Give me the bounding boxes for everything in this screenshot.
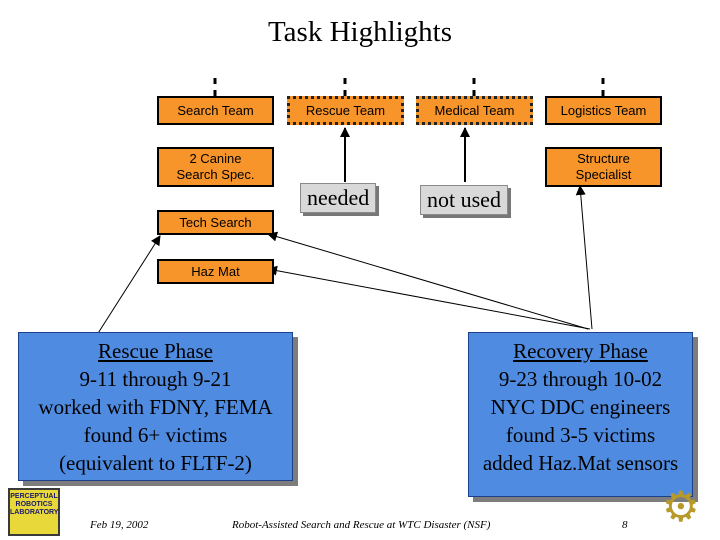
- rescue-phase-line: worked with FDNY, FEMA: [38, 395, 273, 419]
- arrow-rescue-techsearch: [94, 235, 161, 339]
- medical-team-box: Medical Team: [416, 96, 533, 125]
- recovery-phase-box: Recovery Phase 9-23 through 10-02 NYC DD…: [468, 332, 693, 497]
- tech-search-box: Tech Search: [157, 210, 274, 235]
- arrow-recovery-hazmat: [267, 265, 591, 330]
- search-team-box: Search Team: [157, 96, 274, 125]
- gear-icon: ⚙: [662, 483, 700, 530]
- rescue-phase-line: (equivalent to FLTF-2): [59, 451, 252, 475]
- canine-search-box: 2 Canine Search Spec.: [157, 147, 274, 187]
- lab-logo: PERCEPTUAL ROBOTICS LABORATORY: [8, 488, 60, 536]
- recovery-phase-line: NYC DDC engineers: [490, 395, 671, 419]
- slide-title: Task Highlights: [267, 16, 453, 48]
- rescue-phase-line: 9-11 through 9-21: [79, 367, 232, 391]
- recovery-phase-line: added Haz.Mat sensors: [482, 451, 679, 475]
- page-number: 8: [622, 519, 628, 531]
- arrow-recovery-structure: [575, 185, 593, 330]
- structure-specialist-box: Structure Specialist: [545, 147, 662, 187]
- recovery-phase-line: found 3-5 victims: [505, 423, 656, 447]
- needed-label: needed: [300, 183, 377, 213]
- rescue-phase-line: found 6+ victims: [83, 423, 228, 447]
- rescue-phase-box: Rescue Phase 9-11 through 9-21 worked wi…: [18, 332, 293, 481]
- rescue-team-box: Rescue Team: [287, 96, 404, 125]
- recovery-phase-heading: Recovery Phase: [513, 339, 648, 363]
- recovery-phase-line: 9-23 through 10-02: [498, 367, 663, 391]
- footer-date: Feb 19, 2002: [90, 519, 149, 531]
- rescue-phase-heading: Rescue Phase: [98, 339, 213, 363]
- arrow-recovery-techsearch: [267, 231, 589, 330]
- hazmat-box: Haz Mat: [157, 259, 274, 284]
- logistics-team-box: Logistics Team: [545, 96, 662, 125]
- not-used-label: not used: [420, 185, 508, 215]
- footer-caption: Robot-Assisted Search and Rescue at WTC …: [232, 519, 491, 531]
